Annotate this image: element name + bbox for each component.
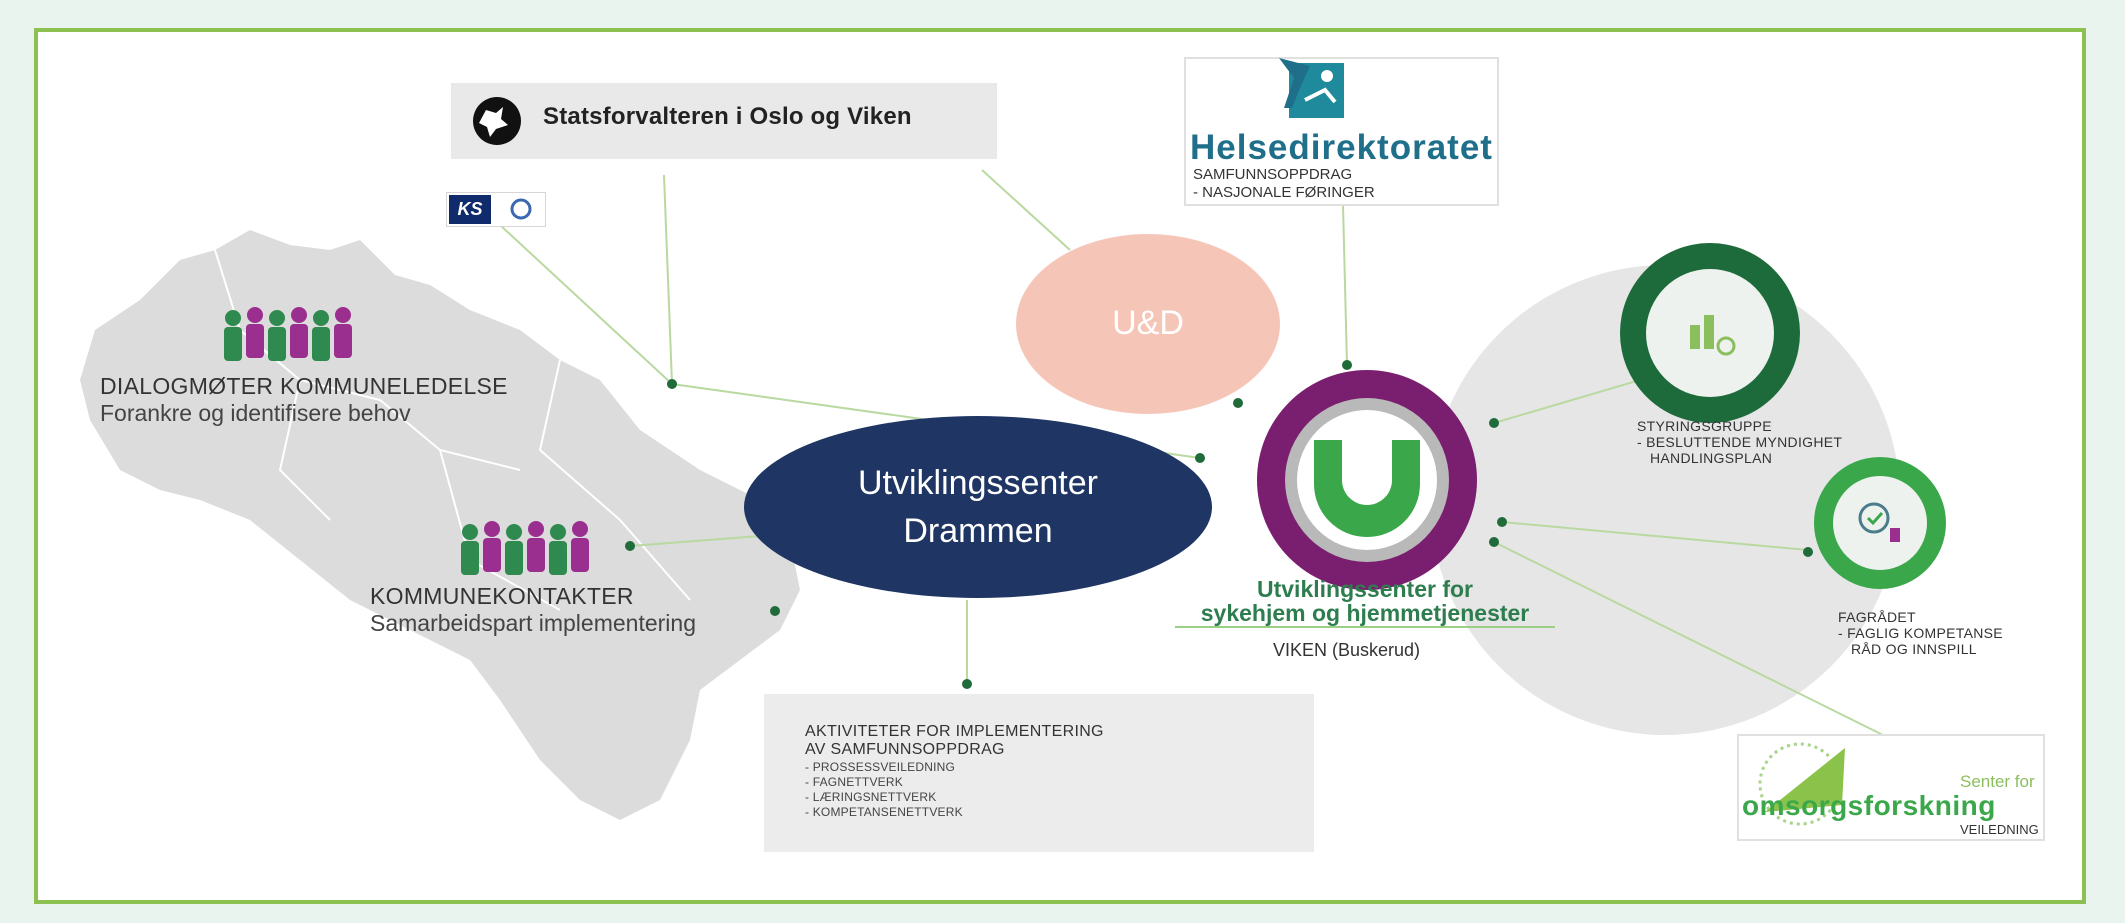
node-dot xyxy=(625,541,635,551)
dialog-subtitle: Forankre og identifisere behov xyxy=(100,400,411,426)
senter-logo-box xyxy=(1737,734,2045,841)
ud-ellipse xyxy=(1016,234,1280,414)
activities-item: - FAGNETTVERK xyxy=(805,775,903,789)
viken-map xyxy=(80,230,800,820)
helsedirektoratet-line-2: - NASJONALE FØRINGER xyxy=(1193,184,1375,201)
activities-heading-1: AKTIVITETER FOR IMPLEMENTERING xyxy=(805,723,1104,740)
node-dot xyxy=(770,606,780,616)
statsforvalteren-label: Statsforvalteren i Oslo og Viken xyxy=(543,103,912,130)
drammen-label-line-1: Utviklingssenter xyxy=(858,464,1098,502)
usyk-name-line-1: Utviklingssenter for xyxy=(1257,576,1473,602)
fagradet-icon xyxy=(1858,502,1900,542)
connector-stat xyxy=(663,174,673,385)
senter-line-2: omsorgsforskning xyxy=(1742,790,1996,821)
node-dot xyxy=(1489,418,1499,428)
usyk-u-icon xyxy=(1314,440,1420,537)
connector-helse xyxy=(1342,204,1348,366)
ud-label: U&D xyxy=(1112,304,1184,342)
connector-senter xyxy=(1493,541,1894,741)
node-dot xyxy=(667,379,677,389)
styring-line-1: - BESLUTTENDE MYNDIGHET xyxy=(1637,434,1843,450)
connector-fagradet xyxy=(1501,521,1809,551)
helsedirektoratet-line-1: SAMFUNNSOPPDRAG xyxy=(1193,166,1353,183)
connector-kontakter xyxy=(629,535,761,547)
activities-item: - LÆRINGSNETTVERK xyxy=(805,790,937,804)
activities-box xyxy=(764,694,1314,852)
connector-stat-ud xyxy=(981,169,1071,251)
node-dot xyxy=(1233,398,1243,408)
helsedirektoratet-label: Helsedirektoratet xyxy=(1190,128,1493,167)
usyk-star-icon xyxy=(1353,466,1381,494)
styring-line-2: HANDLINGSPLAN xyxy=(1650,450,1773,466)
connector-styring xyxy=(1493,379,1641,424)
statsforvalteren-logo-box xyxy=(451,83,997,159)
drammen-ellipse xyxy=(744,416,1212,598)
kontakter-title: KOMMUNEKONTAKTER xyxy=(370,583,634,609)
ks-logo-text: KS xyxy=(449,195,491,224)
usyk-region: VIKEN (Buskerud) xyxy=(1273,640,1421,660)
activities-item: - PROSSESSVEILEDNING xyxy=(805,760,956,774)
node-dot xyxy=(1497,517,1507,527)
fagradet-line-2: RÅD OG INNSPILL xyxy=(1851,641,1977,657)
fagradet-title: FAGRÅDET xyxy=(1838,609,1916,625)
node-dot xyxy=(1803,547,1813,557)
node-dot xyxy=(962,679,972,689)
senter-note: VEILEDNING xyxy=(1960,822,2039,837)
fagradet-line-1: - FAGLIG KOMPETANSE xyxy=(1838,625,2003,641)
activities-item: - KOMPETANSENETTVERK xyxy=(805,805,963,819)
node-dot xyxy=(1342,360,1352,370)
node-dot xyxy=(1489,537,1499,547)
drammen-label-line-2: Drammen xyxy=(903,512,1053,550)
fagradet-circle-inner xyxy=(1833,476,1927,570)
helsedirektoratet-mark-icon xyxy=(1279,58,1344,118)
people-icon-group-dialog xyxy=(224,307,352,361)
connector-ks xyxy=(499,224,673,385)
styring-icon xyxy=(1690,315,1736,356)
people-icon-group-kontakter xyxy=(461,521,589,575)
usyk-name-line-2: sykehjem og hjemmetjenester xyxy=(1200,600,1530,626)
senter-line-1: Senter for xyxy=(1960,772,2035,791)
activities-heading-2: AV SAMFUNNSOPPDRAG xyxy=(805,741,1005,758)
styring-title: STYRINGSGRUPPE xyxy=(1637,418,1772,434)
senter-leaf-mark-icon xyxy=(1765,748,1845,812)
ks-ring-mark-icon xyxy=(510,198,532,220)
kontakter-subtitle: Samarbeidspart implementering xyxy=(370,610,696,636)
node-dot xyxy=(1195,453,1205,463)
dialog-title: DIALOGMØTER KOMMUNELEDELSE xyxy=(100,373,508,399)
